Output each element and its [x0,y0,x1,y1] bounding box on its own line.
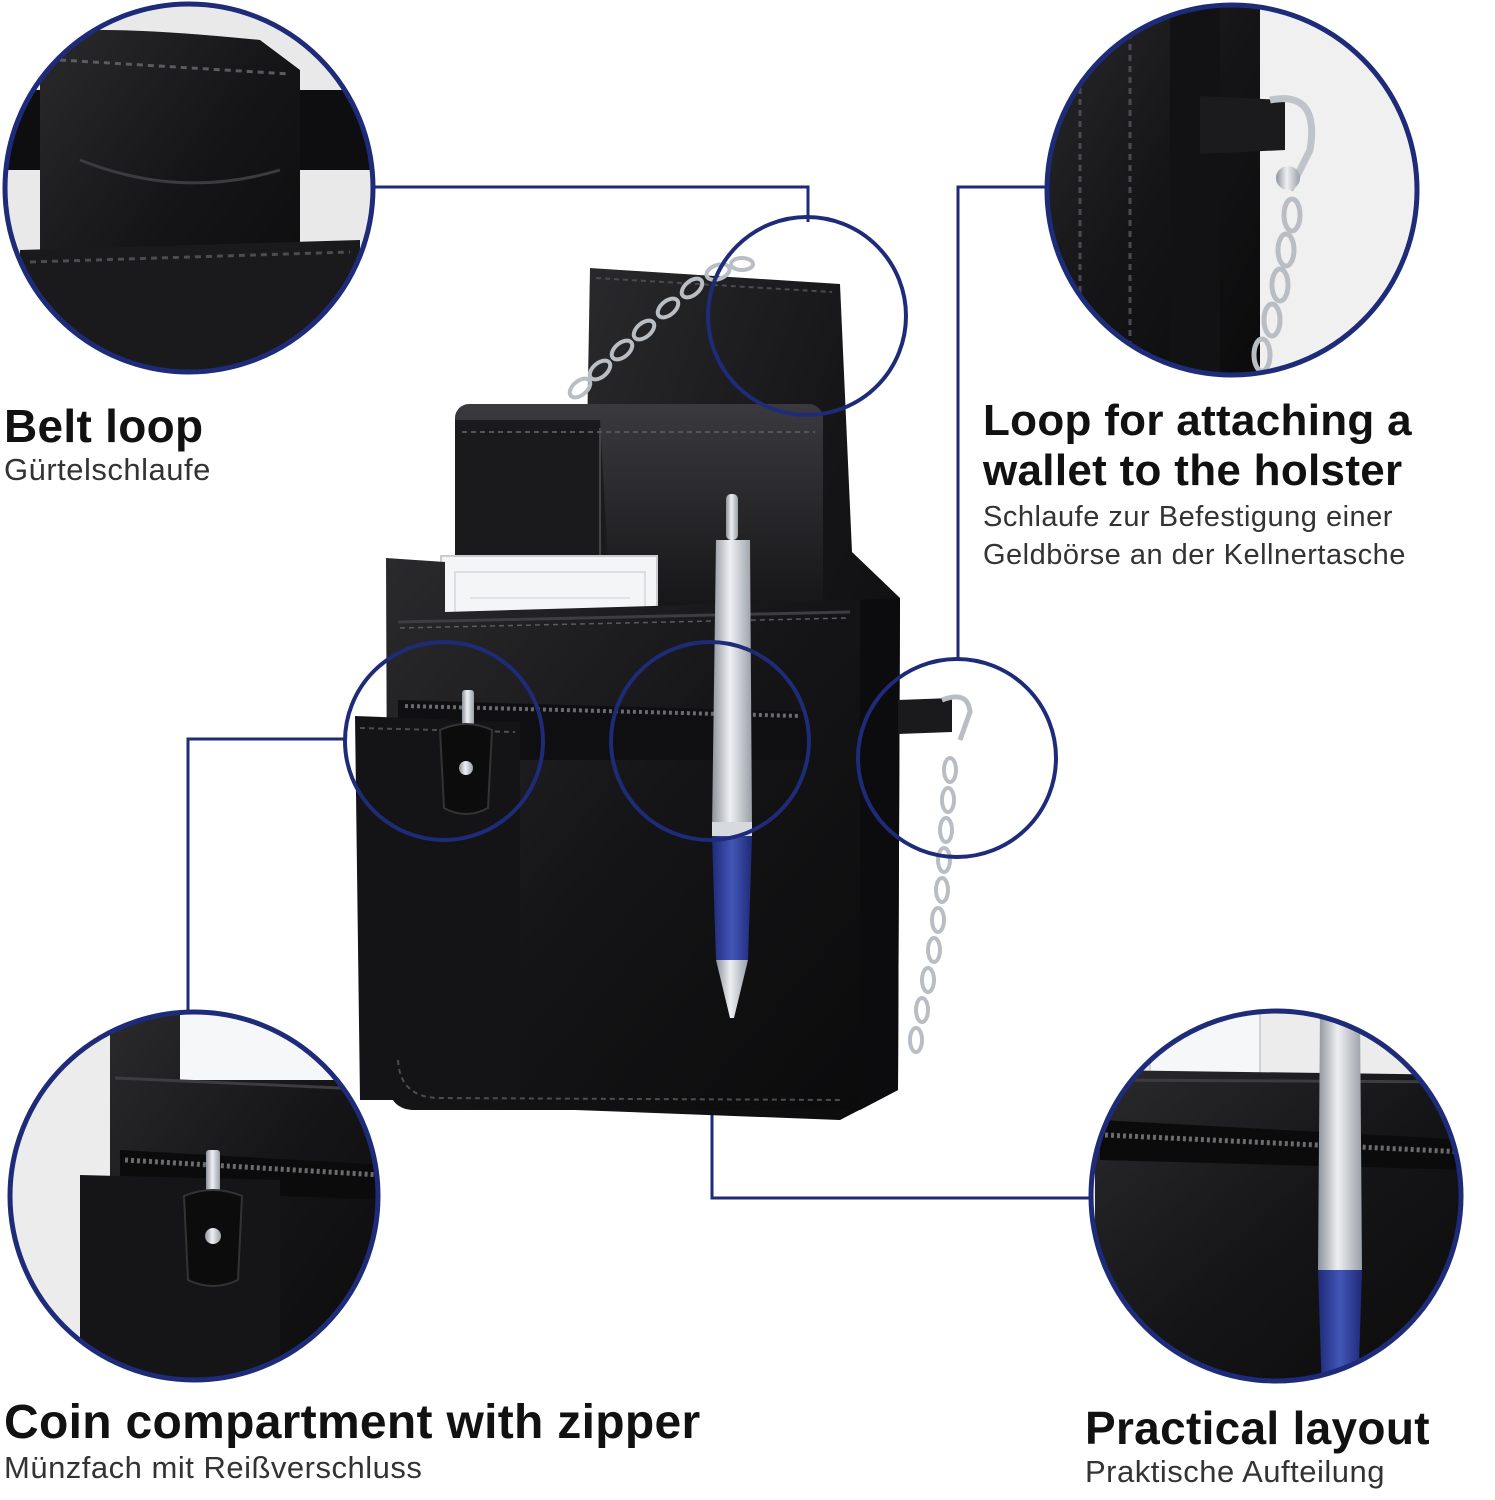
pen [712,494,752,1018]
wallet-loop-subtitle-line2: Geldbörse an der Kellnertasche [983,539,1406,571]
wallet-loop-title-line1: Loop for attaching a [983,396,1412,445]
zoom-practical-layout [1088,1008,1464,1384]
zoom-wallet-loop [1044,2,1420,378]
side-chain [908,694,973,1054]
wallet-loop-caption: Loop for attaching a wallet to the holst… [983,396,1412,574]
zoom-belt-loop [2,1,376,375]
zoom-coin-compartment [7,1009,381,1383]
belt-loop-caption: Belt loop Gürtelschlaufe [4,402,211,487]
top-chain [567,256,755,400]
belt-loop-title: Belt loop [4,400,204,452]
wallet-loop-title-line2: wallet to the holster [983,446,1403,495]
practical-layout-caption: Practical layout Praktische Aufteilung [1085,1404,1430,1489]
coin-compartment-title: Coin compartment with zipper [4,1396,701,1449]
wallet-loop-subtitle-line1: Schlaufe zur Befestigung einer [983,501,1393,533]
coin-compartment-subtitle: Münzfach mit Reißverschluss [4,1450,423,1486]
practical-layout-subtitle: Praktische Aufteilung [1085,1454,1386,1490]
coin-compartment-caption: Coin compartment with zipper Münzfach mi… [4,1396,701,1486]
belt-loop-subtitle: Gürtelschlaufe [4,452,211,488]
practical-layout-title: Practical layout [1085,1402,1430,1454]
highlight-rings [343,215,1058,859]
